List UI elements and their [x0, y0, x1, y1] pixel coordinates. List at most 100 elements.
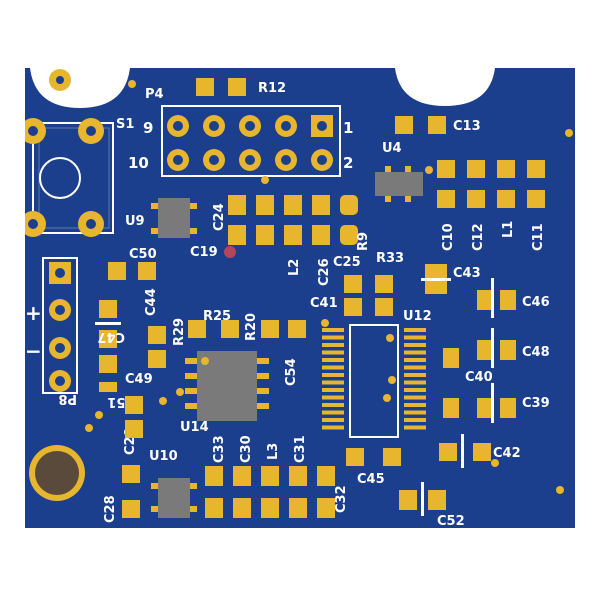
- header-pin-drill: [173, 155, 183, 165]
- smd-pad: [256, 225, 274, 245]
- vias: [85, 80, 573, 494]
- label-p8: P8: [58, 391, 77, 406]
- cap-array-right: [437, 160, 545, 208]
- p4-outline: [161, 105, 341, 177]
- u12-pin: [322, 343, 344, 347]
- u4-body: [375, 172, 423, 196]
- u12-pin: [322, 373, 344, 377]
- via: [85, 424, 93, 432]
- label-u10: U10: [149, 449, 178, 464]
- cap-pad: [443, 398, 459, 418]
- label-c25: C25: [333, 255, 361, 270]
- pcb-svg: S1 P4 1 2 9 10 R12 C13 U4 C10 C12 L1 C11…: [20, 68, 575, 529]
- power-connector-pins: [49, 262, 71, 392]
- u14-pin: [257, 373, 269, 379]
- cap-pad: [477, 290, 493, 310]
- label-p4: P4: [145, 87, 164, 102]
- cap-silk: [491, 328, 494, 368]
- u12-pin: [322, 328, 344, 332]
- label-c46: C46: [522, 295, 550, 310]
- smd-pad: [228, 225, 246, 245]
- r12-pad: [196, 78, 214, 96]
- via: [321, 319, 329, 327]
- label-r33: R33: [376, 251, 404, 266]
- via: [425, 166, 433, 174]
- label-c52: C52: [437, 514, 465, 528]
- connector-pin-drill: [55, 343, 65, 353]
- u12-pin: [322, 403, 344, 407]
- via: [556, 486, 564, 494]
- via: [128, 80, 136, 88]
- u12-pin: [404, 395, 426, 400]
- via: [159, 397, 167, 405]
- label-pin10: 10: [128, 154, 149, 172]
- header-pin-drill: [245, 155, 255, 165]
- label-c50: C50: [129, 247, 157, 262]
- via: [383, 394, 391, 402]
- label-s1: S1: [116, 117, 134, 132]
- label-c49: C49: [125, 372, 153, 387]
- label-r29: R29: [172, 318, 187, 346]
- label-c48: C48: [522, 345, 550, 360]
- via: [565, 129, 573, 137]
- via: [261, 176, 269, 184]
- connector-pin-drill: [55, 305, 65, 315]
- label-c44: C44: [144, 288, 159, 316]
- u10-body: [158, 478, 190, 518]
- smd-pad: [284, 195, 302, 215]
- cap-pad: [500, 340, 516, 360]
- u12-pin: [404, 410, 426, 415]
- header-pin-drill: [281, 155, 291, 165]
- label-l2: L2: [287, 259, 302, 276]
- u12-pin: [322, 418, 344, 422]
- switch-s1: [20, 118, 114, 237]
- u12-pin: [404, 350, 426, 355]
- label-c47: C47: [97, 329, 125, 344]
- label-l3: L3: [266, 443, 281, 460]
- smd-pad: [340, 225, 358, 245]
- label-r9: R9: [356, 232, 371, 251]
- connector-pin-drill: [55, 268, 65, 278]
- label-r12: R12: [258, 81, 286, 96]
- u14-pin: [185, 358, 197, 364]
- label-c54: C54: [284, 358, 299, 386]
- label-minus: −: [25, 339, 42, 363]
- via: [386, 334, 394, 342]
- u12-pins: [322, 328, 426, 430]
- via: [491, 459, 499, 467]
- cap-silk: [491, 383, 494, 423]
- u12-pin: [404, 343, 426, 347]
- pad-grid-center: [228, 195, 358, 245]
- via: [176, 388, 184, 396]
- cap-pad: [437, 190, 455, 208]
- header-p4-pins: [167, 115, 333, 171]
- smd-pad: [233, 466, 251, 486]
- label-c43: C43: [453, 266, 481, 281]
- connector-pin-drill: [55, 376, 65, 386]
- smd-pad: [312, 225, 330, 245]
- u12-pin: [404, 373, 426, 377]
- label-r20: R20: [244, 313, 259, 341]
- u12-pin: [322, 350, 344, 355]
- cap-silk: [491, 278, 494, 318]
- label-c13: C13: [453, 119, 481, 134]
- u12-pin: [322, 380, 344, 385]
- smd-pad: [256, 195, 274, 215]
- u12-pin: [322, 365, 344, 370]
- smd-pad: [340, 195, 358, 215]
- u12-pin: [404, 380, 426, 385]
- header-pin-drill: [317, 155, 327, 165]
- smd-pad: [317, 498, 335, 518]
- u14-pin: [257, 403, 269, 409]
- cap-pad: [497, 160, 515, 178]
- cap-pad: [467, 160, 485, 178]
- label-c12: C12: [471, 223, 486, 251]
- cap-pad: [467, 190, 485, 208]
- label-c26: C26: [317, 258, 332, 286]
- label-c39: C39: [522, 396, 550, 411]
- label-c11: C11: [531, 223, 546, 251]
- header-pin-drill: [209, 121, 219, 131]
- label-c32: C32: [334, 485, 349, 513]
- u14-pin: [185, 373, 197, 379]
- u14-pin: [185, 388, 197, 394]
